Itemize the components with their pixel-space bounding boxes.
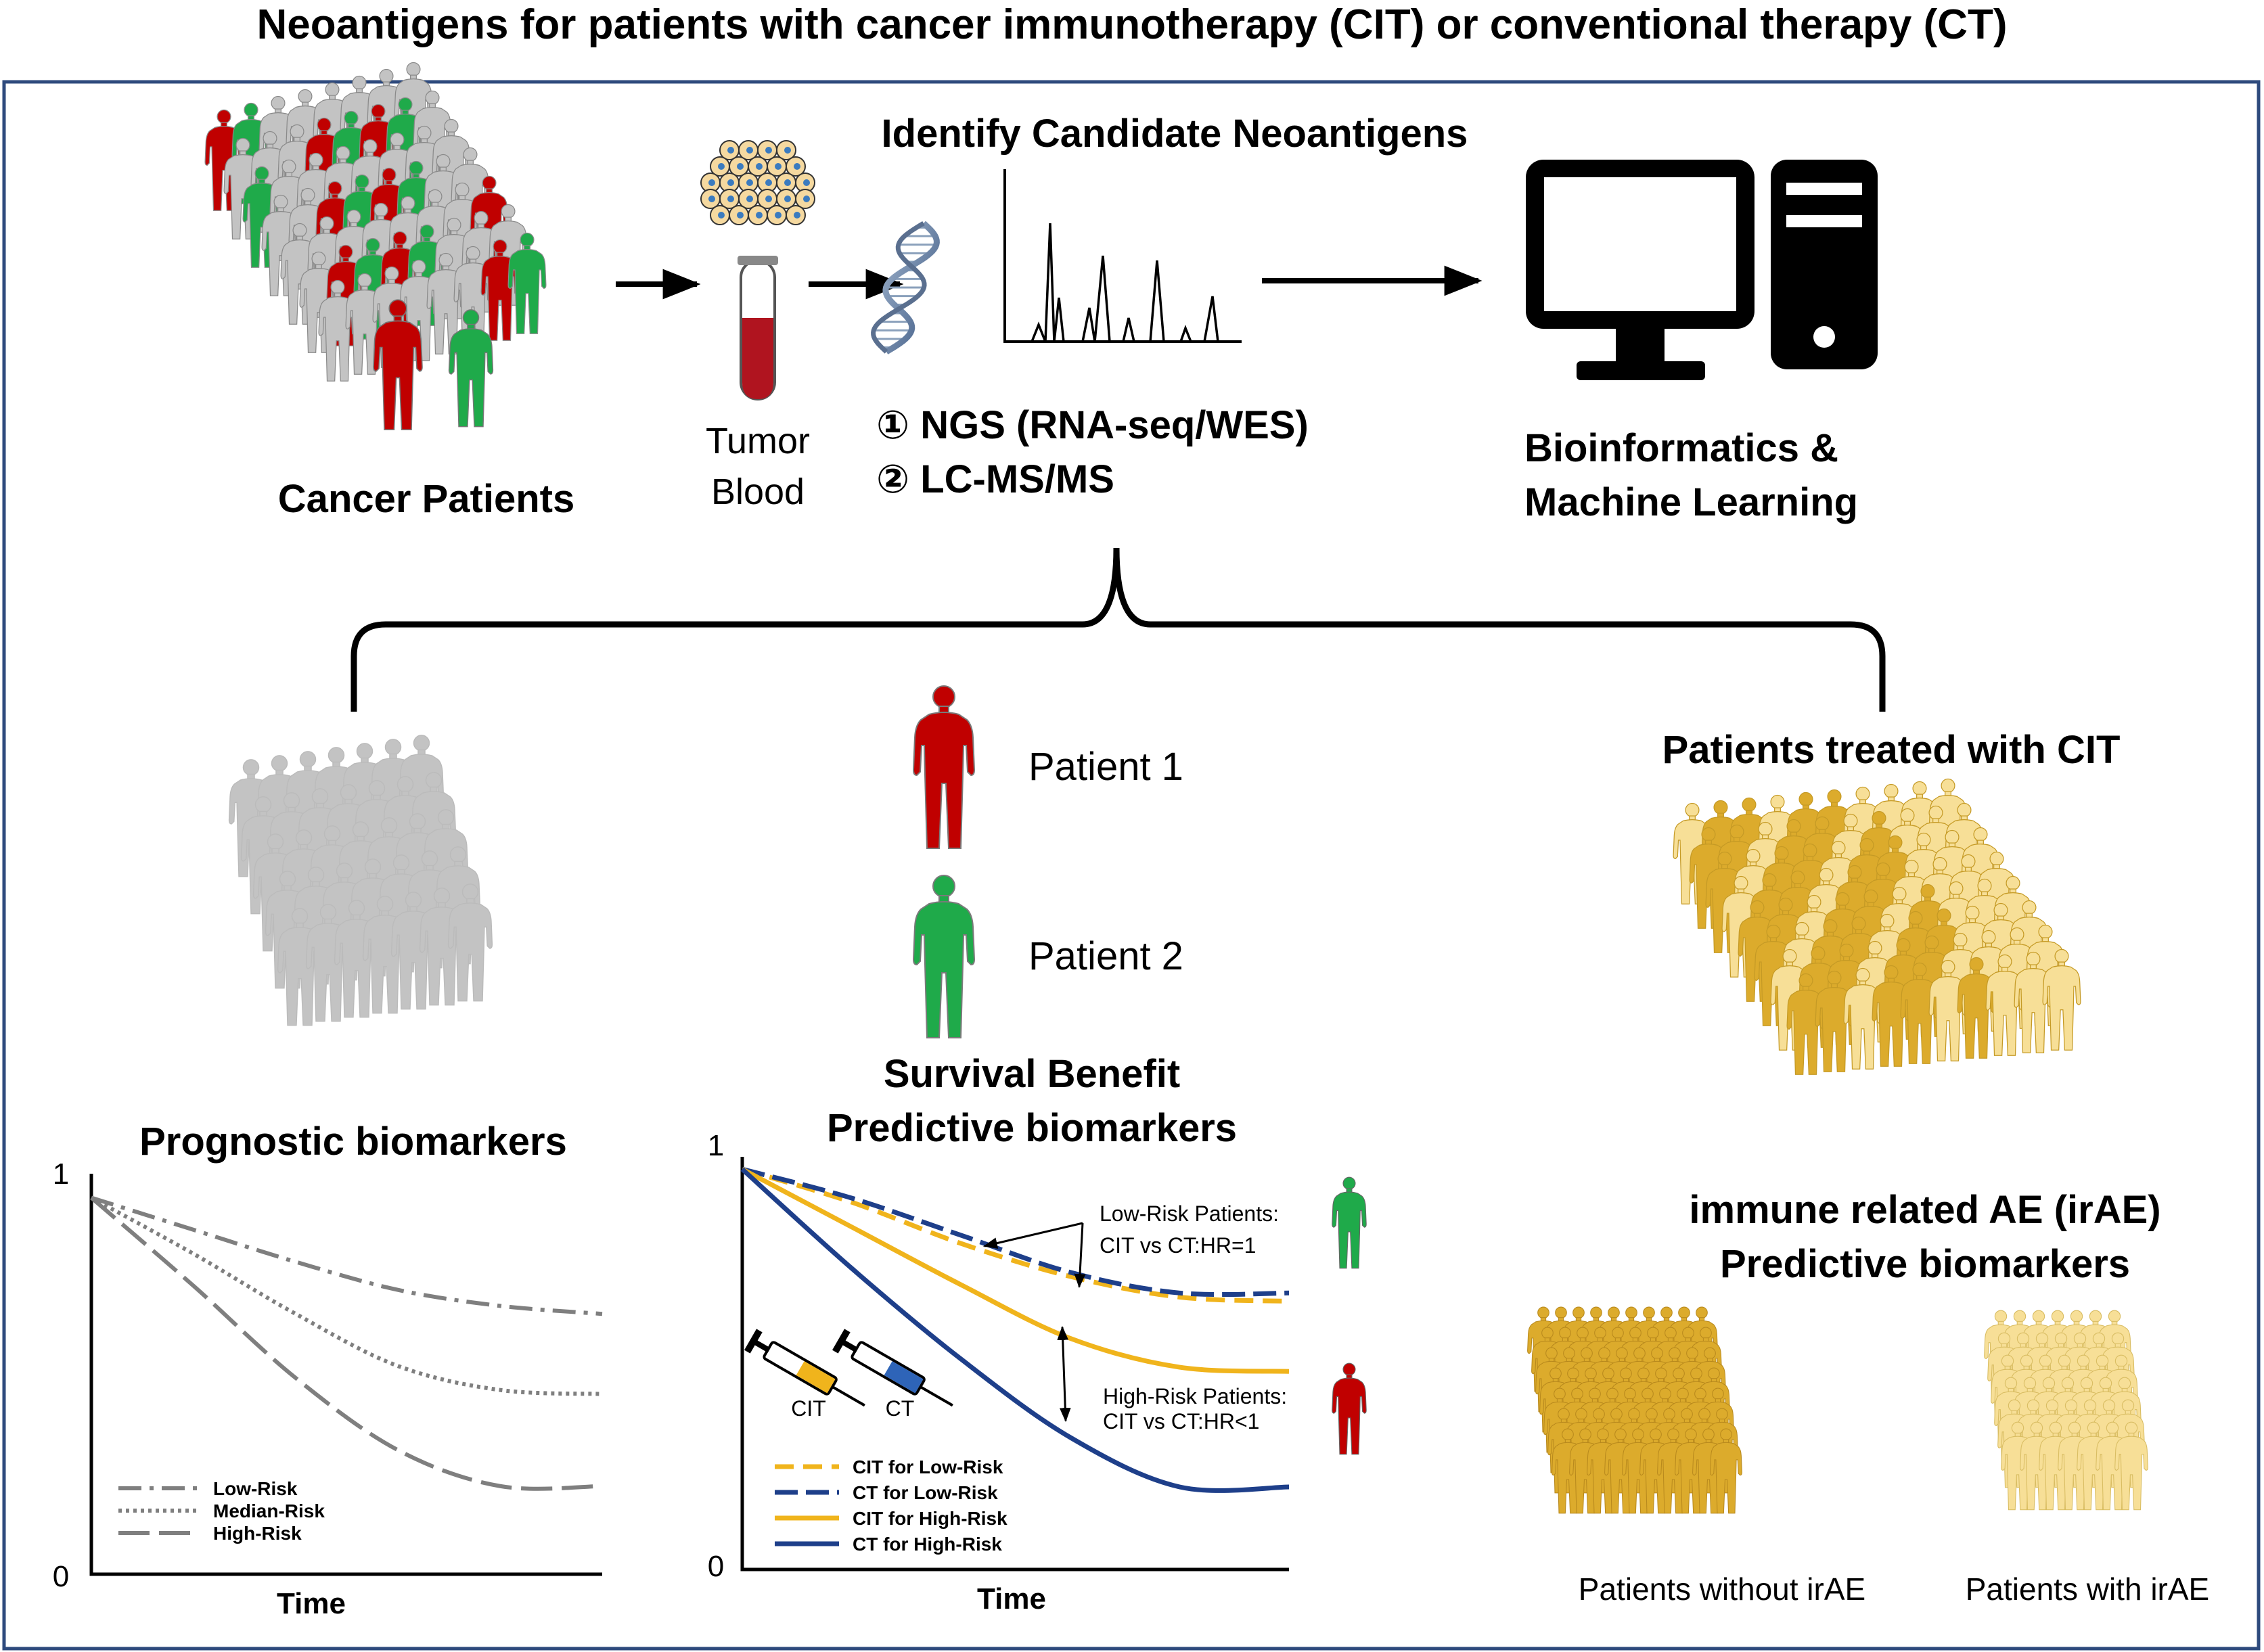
gray-patient-crowd xyxy=(228,735,493,1026)
blood-tube-icon xyxy=(738,256,778,400)
series-line-1 xyxy=(90,1195,603,1396)
legend-label: High-Risk xyxy=(213,1523,302,1544)
survival-chart: 1 0 Time CIT for Low-Risk CT for Low-Risk… xyxy=(708,1129,1367,1615)
series-line-2 xyxy=(90,1196,603,1491)
with-irae-crowd xyxy=(1984,1310,2148,1511)
prognostic-y-bottom: 0 xyxy=(53,1560,69,1593)
low-risk-note-line2: CIT vs CT:HR=1 xyxy=(1100,1233,1256,1258)
outer-frame xyxy=(2,80,2261,1651)
legend-label: CT for High-Risk xyxy=(853,1534,1002,1555)
prognostic-y-top: 1 xyxy=(53,1157,69,1191)
without-irae-label: Patients without irAE xyxy=(1579,1571,1865,1607)
legend-label: Low-Risk xyxy=(213,1478,298,1499)
sample-label-blood: Blood xyxy=(711,472,805,512)
series-line-0 xyxy=(91,1195,603,1316)
prognostic-title: Prognostic biomarkers xyxy=(139,1120,567,1164)
series-line-3 xyxy=(740,1167,1290,1493)
series-line-2 xyxy=(741,1167,1290,1374)
figure-title: Neoantigens for patients with cancer imm… xyxy=(256,1,2007,48)
series-line-1 xyxy=(742,1166,1290,1298)
identify-neoantigens-label: Identify Candidate Neoantigens xyxy=(882,112,1468,156)
cit-syringe-icon xyxy=(744,1329,865,1407)
survival-title-line1: Survival Benefit xyxy=(884,1052,1180,1096)
legend-label: CT for Low-Risk xyxy=(853,1482,998,1503)
cancer-patients-label: Cancer Patients xyxy=(278,477,574,521)
low-risk-patient-icon xyxy=(1331,1176,1367,1269)
mass-spectrum-icon xyxy=(1003,169,1242,343)
low-risk-arrow-2 xyxy=(1074,1222,1086,1289)
patient1-figure xyxy=(912,685,976,850)
cit-syringe-label: CIT xyxy=(791,1396,826,1421)
cancer-patients-crowd xyxy=(204,62,547,431)
computer-icon xyxy=(1526,160,1878,380)
survival-x-label: Time xyxy=(977,1582,1046,1615)
legend-label: CIT for High-Risk xyxy=(853,1508,1008,1529)
survival-axes xyxy=(740,1157,1289,1571)
high-risk-patient-icon xyxy=(1331,1362,1367,1455)
ct-syringe-label: CT xyxy=(886,1396,915,1421)
irae-title-line1: immune related AE (irAE) xyxy=(1689,1188,2160,1232)
without-irae-crowd xyxy=(1527,1306,1742,1514)
legend-label: CIT for Low-Risk xyxy=(853,1456,1003,1477)
survival-y-bottom: 0 xyxy=(708,1550,724,1583)
cit-treated-crowd xyxy=(1673,778,2081,1075)
series-line-0 xyxy=(741,1166,1290,1304)
low-risk-arrow-1 xyxy=(982,1222,1083,1249)
high-risk-note-line2: CIT vs CT:HR<1 xyxy=(1103,1409,1259,1433)
low-risk-note-line1: Low-Risk Patients: xyxy=(1100,1201,1279,1226)
patient2-figure xyxy=(912,874,976,1039)
patient1-label: Patient 1 xyxy=(1028,745,1183,789)
legend-label: Median-Risk xyxy=(213,1500,325,1521)
high-risk-arrow xyxy=(1057,1325,1071,1423)
cit-treated-title: Patients treated with CIT xyxy=(1662,728,2121,772)
irae-title-line2: Predictive biomarkers xyxy=(1720,1242,2130,1286)
bioinformatics-label-line2: Machine Learning xyxy=(1524,480,1858,524)
survival-y-top: 1 xyxy=(708,1129,724,1162)
prognostic-axes xyxy=(89,1174,602,1576)
with-irae-label: Patients with irAE xyxy=(1966,1571,2209,1607)
method-lcms-label: ② LC-MS/MS xyxy=(876,457,1114,501)
sample-label-tumor: Tumor xyxy=(706,421,810,461)
method-ngs-label: ① NGS (RNA-seq/WES) xyxy=(876,403,1309,447)
high-risk-note-line1: High-Risk Patients: xyxy=(1103,1384,1287,1408)
branch-brace xyxy=(350,547,1886,712)
ct-syringe-icon xyxy=(832,1329,953,1407)
patient2-label: Patient 2 xyxy=(1028,934,1183,978)
survival-title-line2: Predictive biomarkers xyxy=(827,1106,1237,1150)
prognostic-x-label: Time xyxy=(277,1587,346,1620)
tumor-cells-icon xyxy=(700,140,815,225)
dna-helix-icon xyxy=(871,221,940,354)
bioinformatics-label-line1: Bioinformatics & xyxy=(1524,426,1838,470)
